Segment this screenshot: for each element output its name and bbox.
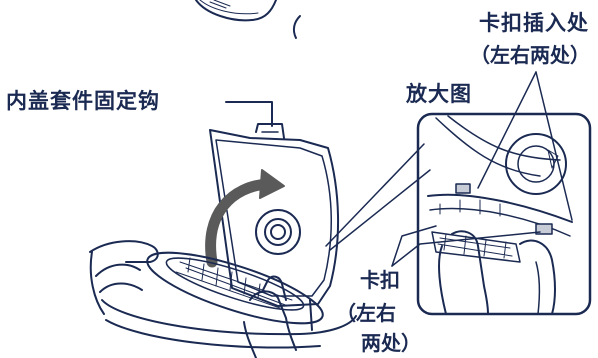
- previous-step-fragment: [195, 0, 301, 39]
- open-lid: [209, 123, 339, 307]
- insert-pointer-lines: [477, 71, 573, 221]
- right-hand: [243, 275, 297, 358]
- clip-label: 卡扣: [360, 268, 400, 292]
- left-hand: [89, 240, 159, 315]
- cooker-body: [101, 299, 357, 349]
- clip-sublabel-line1: （左右: [336, 301, 396, 325]
- inner-lid-assembly: [146, 251, 324, 325]
- lid-hook-label: 内盖套件固定钩: [6, 89, 160, 113]
- zoom-connector-lines: [325, 143, 431, 251]
- insert-point-label: 卡扣插入处: [479, 11, 589, 35]
- clip-pointer-lines: [391, 225, 541, 267]
- clip-sublabel-line2: 两处）: [361, 331, 421, 355]
- hook-leader-line: [225, 101, 273, 127]
- zoom-panel: [416, 112, 592, 316]
- rotation-arrow: [205, 169, 285, 268]
- insert-point-sublabel: （左右两处）: [470, 43, 590, 67]
- zoom-label: 放大图: [406, 82, 472, 106]
